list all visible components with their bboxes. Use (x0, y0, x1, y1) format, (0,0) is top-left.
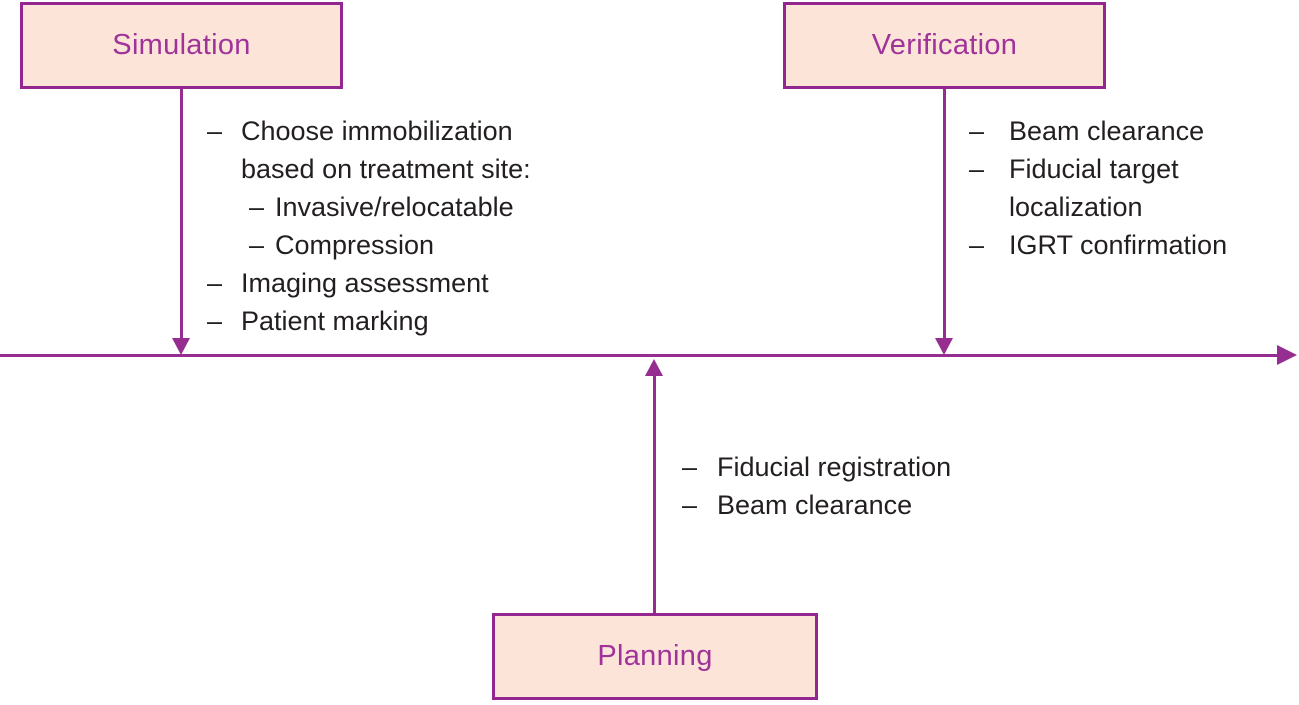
list-item: – Patient marking (207, 302, 531, 340)
simulation-stage-box: Simulation (20, 2, 343, 89)
verification-stage-label: Verification (871, 29, 1018, 61)
dash-marker: – (207, 268, 223, 298)
list-item: – Fiducial registration (682, 448, 951, 486)
list-item-text: Fiducial target (1009, 154, 1179, 184)
list-item-text: Choose immobilization (241, 116, 513, 146)
list-item-text: Beam clearance (1009, 116, 1205, 146)
list-item: – Beam clearance (682, 486, 951, 524)
list-sub-item: – Compression (249, 226, 531, 264)
planning-stage-box: Planning (492, 613, 818, 700)
list-item-text: based on treatment site: (241, 154, 531, 184)
list-item: – Fiducial target (969, 150, 1227, 188)
dash-marker: – (249, 192, 265, 222)
simulation-down-arrowhead-icon (172, 338, 190, 355)
list-item: – Imaging assessment (207, 264, 531, 302)
list-item: – Choose immobilization (207, 112, 531, 150)
list-item: – Beam clearance (969, 112, 1227, 150)
simulation-stage-label: Simulation (112, 29, 251, 61)
list-item-text: Patient marking (241, 306, 429, 336)
list-item: based on treatment site: (207, 150, 531, 188)
planning-connector-line (653, 374, 656, 613)
list-item: – IGRT confirmation (969, 226, 1227, 264)
dash-marker: – (969, 116, 985, 146)
dash-marker: – (207, 306, 223, 336)
dash-marker: – (249, 230, 265, 260)
list-item-text: Fiducial registration (717, 452, 952, 482)
dash-marker (969, 188, 1009, 226)
simulation-task-list: – Choose immobilization based on treatme… (207, 112, 531, 340)
timeline-axis (0, 354, 1280, 357)
dash-marker (207, 150, 241, 188)
planning-up-arrowhead-icon (645, 359, 663, 376)
list-item: localization (969, 188, 1227, 226)
dash-marker: – (969, 230, 985, 260)
list-item-text: localization (1009, 192, 1143, 222)
verification-task-list: – Beam clearance – Fiducial target local… (969, 112, 1227, 264)
simulation-connector-line (180, 89, 183, 340)
dash-marker: – (969, 154, 985, 184)
verification-connector-line (943, 89, 946, 340)
dash-marker: – (207, 116, 223, 146)
planning-task-list: – Fiducial registration – Beam clearance (682, 448, 951, 524)
list-item-text: Invasive/relocatable (275, 192, 514, 222)
planning-stage-label: Planning (597, 640, 713, 672)
list-item-text: Compression (275, 230, 435, 260)
list-item-text: IGRT confirmation (1009, 230, 1228, 260)
timeline-right-arrowhead-icon (1277, 345, 1297, 365)
list-sub-item: – Invasive/relocatable (249, 188, 531, 226)
dash-marker: – (682, 452, 698, 482)
dash-marker: – (682, 490, 698, 520)
verification-down-arrowhead-icon (935, 338, 953, 355)
list-item-text: Imaging assessment (241, 268, 489, 298)
verification-stage-box: Verification (783, 2, 1106, 89)
list-item-text: Beam clearance (717, 490, 913, 520)
